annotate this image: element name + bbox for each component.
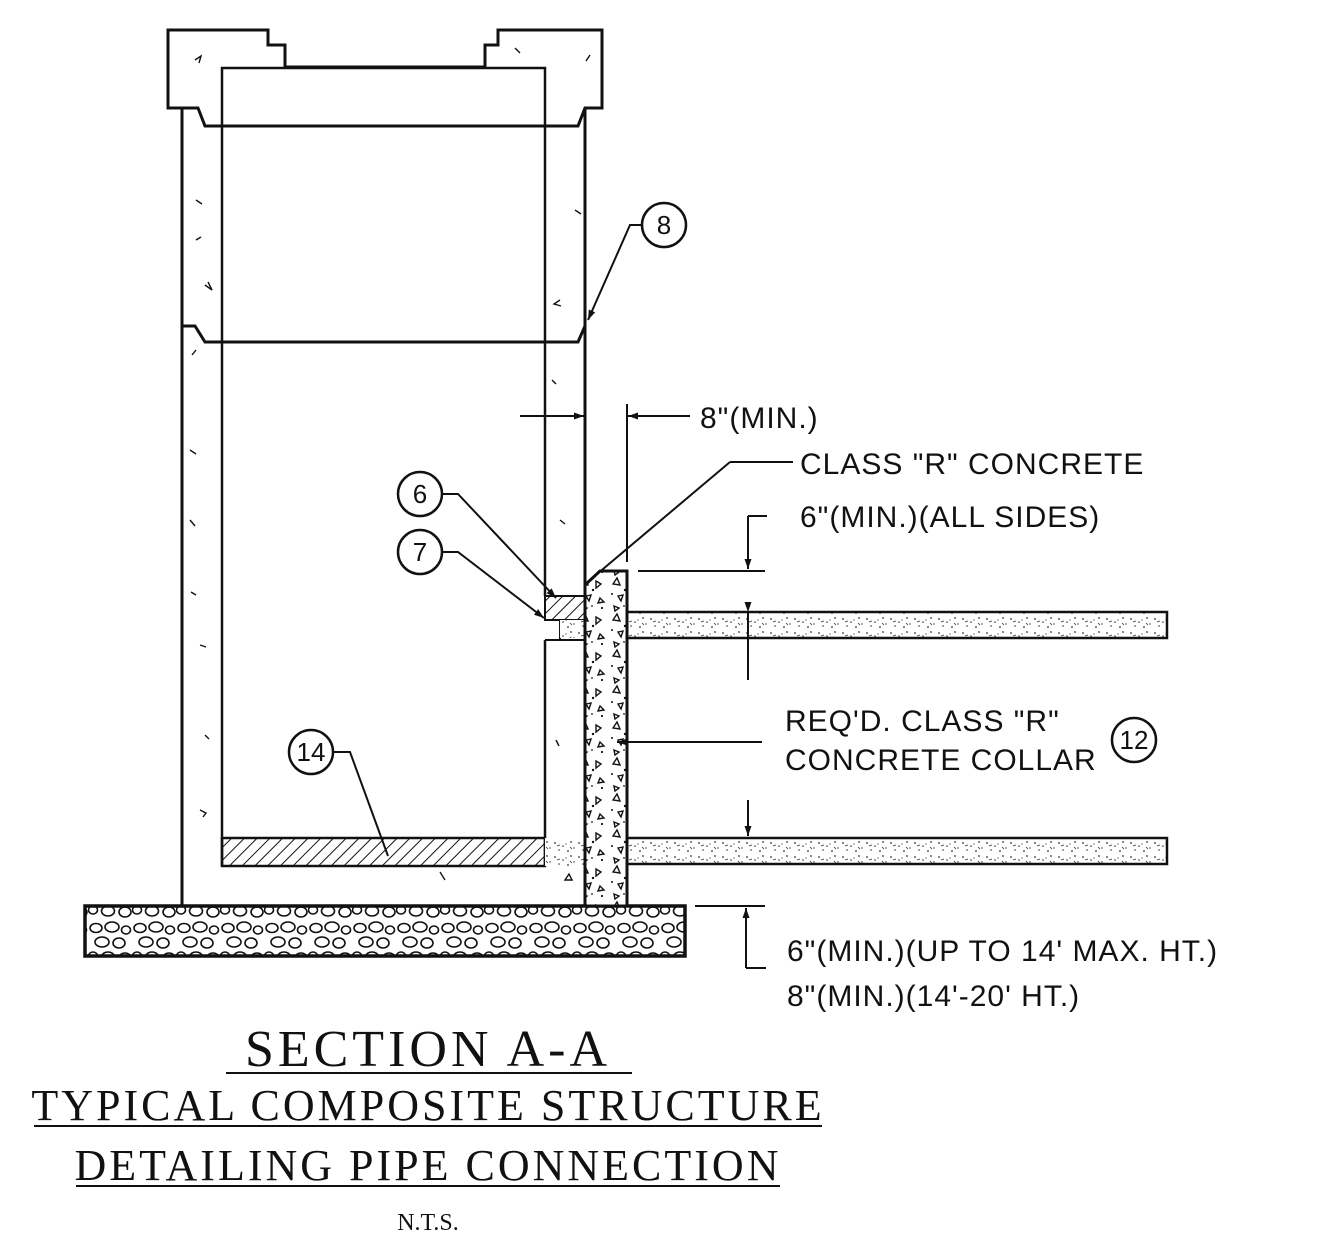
grate-box <box>220 66 547 126</box>
callout-7: 7 <box>396 528 545 619</box>
base-note-line2: 8"(MIN.)(14'-20' HT.) <box>787 980 1080 1013</box>
grout-seal <box>544 595 586 621</box>
top-cap <box>166 28 604 128</box>
title-block: SECTION A-A TYPICAL COMPOSITE STRUCTURE … <box>31 1021 824 1236</box>
svg-text:6: 6 <box>413 479 427 509</box>
class-r-note: CLASS "R" CONCRETE <box>800 448 1144 481</box>
callout-12: 12 <box>1110 716 1158 764</box>
wall-texture <box>189 47 591 881</box>
title-line-2: TYPICAL COMPOSITE STRUCTURE <box>31 1081 824 1130</box>
title-line-3: DETAILING PIPE CONNECTION <box>75 1141 782 1190</box>
base-note-line1: 6"(MIN.)(UP TO 14' MAX. HT.) <box>787 935 1218 968</box>
collar-note-line2: CONCRETE COLLAR <box>785 744 1097 777</box>
riser-joint <box>182 324 587 344</box>
svg-text:14: 14 <box>297 737 326 767</box>
all-sides-note: 6"(MIN.)(ALL SIDES) <box>800 501 1100 534</box>
scale-note: N.T.S. <box>397 1210 459 1236</box>
svg-text:12: 12 <box>1120 725 1149 755</box>
stone-base <box>83 904 687 958</box>
riser-structure <box>166 28 604 906</box>
pipe-section <box>545 610 1169 866</box>
callout-8: 8 <box>587 201 688 321</box>
svg-text:8: 8 <box>657 210 671 240</box>
section-title: SECTION A-A <box>245 1021 611 1078</box>
pipe-bottom-wall <box>625 836 1169 866</box>
svg-text:7: 7 <box>413 537 427 567</box>
pipe-top-wall <box>625 610 1169 640</box>
concrete-collar <box>583 569 629 908</box>
wall-min-note: 8"(MIN.) <box>700 402 819 435</box>
callout-6: 6 <box>396 470 557 599</box>
collar-note-line1: REQ'D. CLASS "R" <box>785 705 1060 738</box>
callout-14: 14 <box>287 728 389 857</box>
dimensions <box>520 404 793 969</box>
